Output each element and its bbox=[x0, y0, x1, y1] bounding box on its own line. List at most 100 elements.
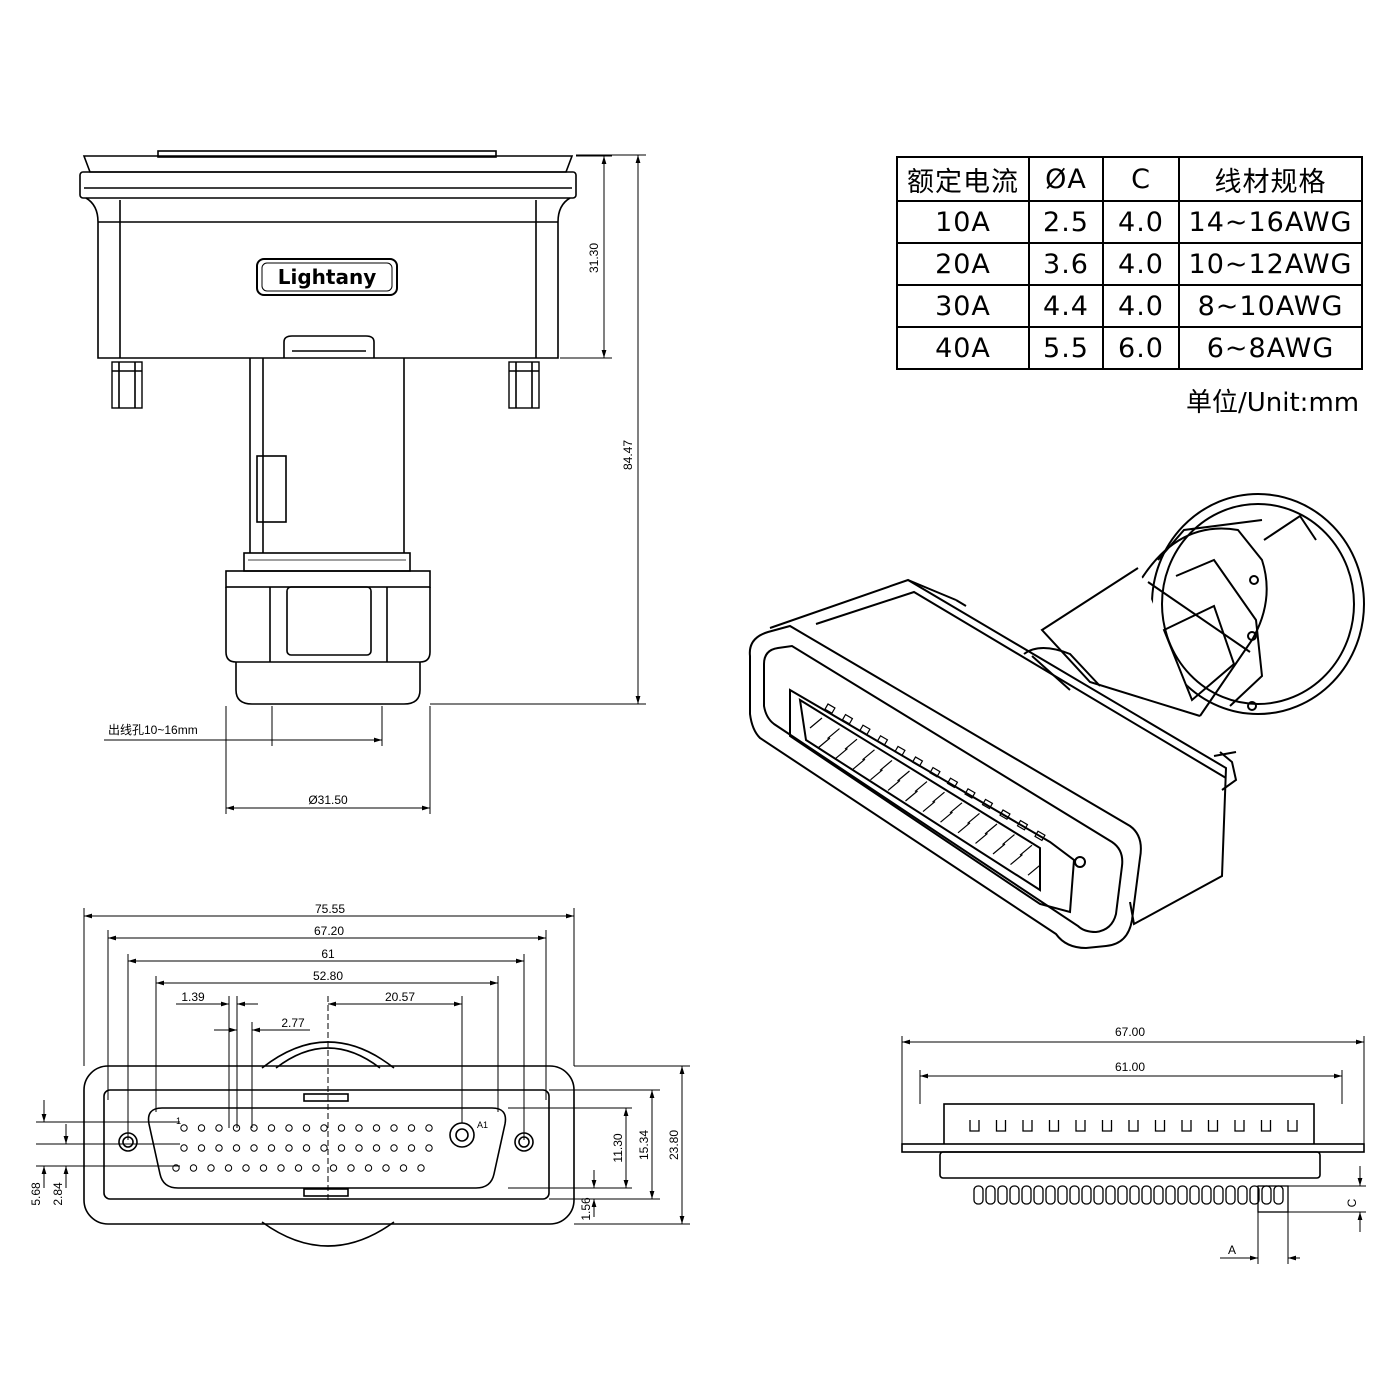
pin-line bbox=[967, 812, 980, 824]
pin-hole bbox=[312, 1164, 320, 1172]
terminal-pin bbox=[1105, 1185, 1116, 1205]
pin-hole bbox=[302, 1124, 311, 1132]
table-row: 20A 3.6 4.0 10~12AWG bbox=[896, 242, 1363, 286]
pin-slot bbox=[1034, 830, 1046, 842]
pin-hole bbox=[372, 1124, 381, 1132]
cell-wire-spec: 6~8AWG bbox=[1178, 326, 1363, 370]
bottom-view-slots bbox=[969, 1120, 1298, 1213]
terminal-pin bbox=[985, 1185, 996, 1205]
label-c: C bbox=[1345, 1198, 1359, 1207]
dim-67-00: 67.00 bbox=[1115, 1025, 1145, 1039]
pin-hole bbox=[294, 1164, 303, 1172]
dim-1-39: 1.39 bbox=[181, 990, 205, 1004]
pin-hole bbox=[172, 1164, 180, 1172]
pin-slot bbox=[929, 766, 941, 778]
terminal-pin bbox=[1081, 1185, 1092, 1205]
pin-line bbox=[897, 770, 910, 782]
pin-hole bbox=[197, 1144, 206, 1152]
terminal-pin bbox=[1093, 1185, 1104, 1205]
pin-slot bbox=[964, 787, 976, 799]
pin-slot bbox=[859, 724, 871, 736]
dim-box-height: 31.30 bbox=[587, 243, 601, 273]
pin-line bbox=[844, 738, 858, 750]
terminal-pin bbox=[1213, 1185, 1224, 1205]
pin-hole bbox=[180, 1124, 188, 1132]
cell-c: 4.0 bbox=[1102, 242, 1180, 286]
dim-23-80: 23.80 bbox=[667, 1130, 681, 1160]
terminal-slot bbox=[1207, 1120, 1219, 1132]
pin-hole bbox=[329, 1164, 338, 1172]
terminal-pin bbox=[1129, 1185, 1140, 1205]
pin-hole bbox=[355, 1144, 363, 1152]
header-diameter-a: ØA bbox=[1028, 156, 1104, 202]
pin-hole bbox=[337, 1144, 346, 1152]
pin-hole bbox=[180, 1144, 188, 1152]
cell-c: 6.0 bbox=[1102, 326, 1180, 370]
pin-hole bbox=[390, 1144, 398, 1152]
pin-hole bbox=[277, 1164, 285, 1172]
pin-slot bbox=[841, 713, 854, 725]
pin-hole bbox=[320, 1144, 328, 1152]
dim-52-80: 52.80 bbox=[313, 969, 343, 983]
pin-slot bbox=[876, 734, 889, 746]
pin-hole bbox=[347, 1164, 355, 1172]
dim-2-77: 2.77 bbox=[281, 1016, 305, 1030]
terminal-pin bbox=[1165, 1185, 1176, 1205]
pin-hole bbox=[242, 1164, 250, 1172]
pin-line bbox=[1027, 864, 1041, 876]
pin-line bbox=[862, 749, 875, 761]
pin-slot bbox=[999, 809, 1011, 821]
cell-c: 4.0 bbox=[1102, 200, 1180, 244]
pin-line bbox=[1010, 854, 1023, 866]
pin-line bbox=[809, 717, 823, 729]
terminal-pin bbox=[997, 1185, 1008, 1205]
header-current: 额定电流 bbox=[896, 156, 1030, 202]
spec-table: 额定电流 ØA C 线材规格 10A 2.5 4.0 14~16AWG 20A … bbox=[896, 156, 1363, 370]
terminal-slot bbox=[1128, 1120, 1139, 1132]
pin-line bbox=[879, 759, 893, 771]
pin-hole bbox=[337, 1124, 346, 1132]
terminal-pin bbox=[1009, 1185, 1020, 1205]
terminal-slot bbox=[969, 1120, 980, 1132]
pin-hole bbox=[425, 1144, 433, 1152]
dim-1-56: 1.56 bbox=[579, 1197, 593, 1221]
pin-line bbox=[852, 758, 866, 770]
terminal-slot bbox=[1101, 1120, 1113, 1132]
terminal-slot bbox=[1154, 1120, 1166, 1132]
terminal-pin bbox=[1057, 1185, 1068, 1205]
terminal-slot bbox=[1022, 1120, 1033, 1132]
front-view-dimensions bbox=[36, 908, 690, 1225]
terminal-pin bbox=[1225, 1185, 1236, 1205]
pin-line bbox=[870, 769, 883, 781]
cell-diameter-a: 5.5 bbox=[1028, 326, 1104, 370]
pin-line bbox=[914, 781, 928, 793]
terminal-slot bbox=[1181, 1120, 1192, 1132]
cell-c: 4.0 bbox=[1102, 284, 1180, 328]
isometric-view bbox=[748, 493, 1365, 950]
terminal-pin bbox=[1045, 1185, 1056, 1205]
pin-line bbox=[905, 790, 918, 802]
pin-hole bbox=[407, 1124, 416, 1132]
table-row: 10A 2.5 4.0 14~16AWG bbox=[896, 200, 1363, 244]
side-view bbox=[79, 150, 577, 705]
dim-total-height: 84.47 bbox=[621, 440, 635, 470]
terminal-slot bbox=[1075, 1120, 1086, 1132]
pin-line bbox=[887, 779, 901, 791]
pin-hole bbox=[207, 1164, 215, 1172]
pin-line bbox=[1002, 834, 1015, 846]
terminal-pin bbox=[1273, 1185, 1284, 1205]
terminal-pin bbox=[1141, 1185, 1152, 1205]
pin-label-first: 1 bbox=[176, 1116, 181, 1126]
side-view-dimensions bbox=[104, 154, 646, 814]
label-a: A bbox=[1228, 1243, 1236, 1257]
table-row: 40A 5.5 6.0 6~8AWG bbox=[896, 326, 1363, 370]
cell-wire-spec: 8~10AWG bbox=[1178, 284, 1363, 328]
brand-logo: Lightany bbox=[278, 265, 377, 289]
pin-hole bbox=[417, 1164, 425, 1172]
pin-line bbox=[940, 811, 953, 823]
pin-hole bbox=[267, 1144, 276, 1152]
pin-hole bbox=[425, 1124, 433, 1132]
dim-61-00: 61.00 bbox=[1115, 1060, 1145, 1074]
terminal-pin bbox=[1153, 1185, 1164, 1205]
pin-hole bbox=[407, 1144, 416, 1152]
